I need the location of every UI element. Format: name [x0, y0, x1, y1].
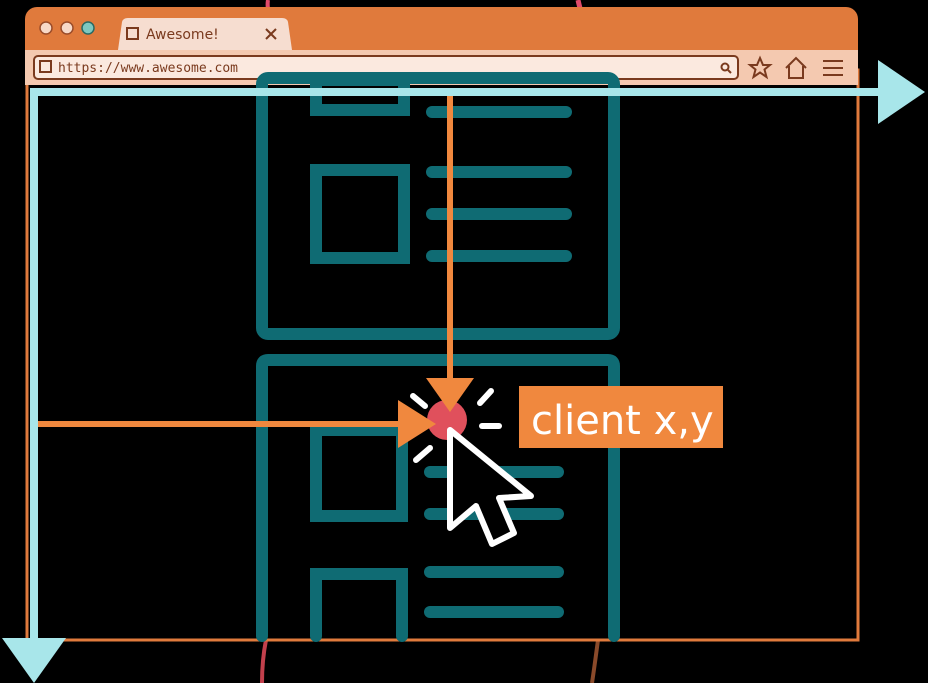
- decor-cord-right-bottom: [590, 639, 600, 683]
- content-thumb-2a: [310, 424, 408, 522]
- menu-icon[interactable]: [823, 60, 843, 76]
- address-page-icon: [39, 60, 52, 73]
- tab-page-icon: [126, 27, 139, 40]
- content-card-1: [256, 72, 620, 340]
- mouse-cursor-icon: [447, 427, 534, 547]
- window-maximize-button[interactable]: [81, 21, 95, 35]
- tab-close-icon[interactable]: [265, 28, 277, 40]
- click-burst-icon: [410, 388, 502, 463]
- browser-tab[interactable]: Awesome!: [118, 18, 292, 50]
- viewport-axes: [2, 60, 925, 683]
- content-thumb-2b: [310, 568, 408, 642]
- tab-title: Awesome!: [146, 27, 219, 43]
- client-xy-label: client x,y: [531, 398, 714, 444]
- content-thumb-1b: [310, 164, 410, 264]
- window-close-button[interactable]: [39, 21, 53, 35]
- decor-cord-left-bottom: [260, 639, 268, 683]
- click-point-dot: [427, 400, 467, 440]
- home-icon[interactable]: [785, 56, 807, 79]
- content-card-2: [256, 354, 620, 642]
- y-axis-arrowhead: [2, 638, 66, 683]
- client-y-arrowhead: [426, 378, 474, 412]
- client-x-arrowhead: [398, 400, 436, 448]
- search-icon[interactable]: [720, 62, 732, 74]
- client-xy-label-box: [519, 386, 723, 448]
- address-url: https://www.awesome.com: [58, 61, 238, 76]
- star-icon[interactable]: [747, 55, 773, 80]
- x-axis-arrowhead: [878, 60, 925, 124]
- window-minimize-button[interactable]: [60, 21, 74, 35]
- client-coordinate-guides: [38, 96, 474, 448]
